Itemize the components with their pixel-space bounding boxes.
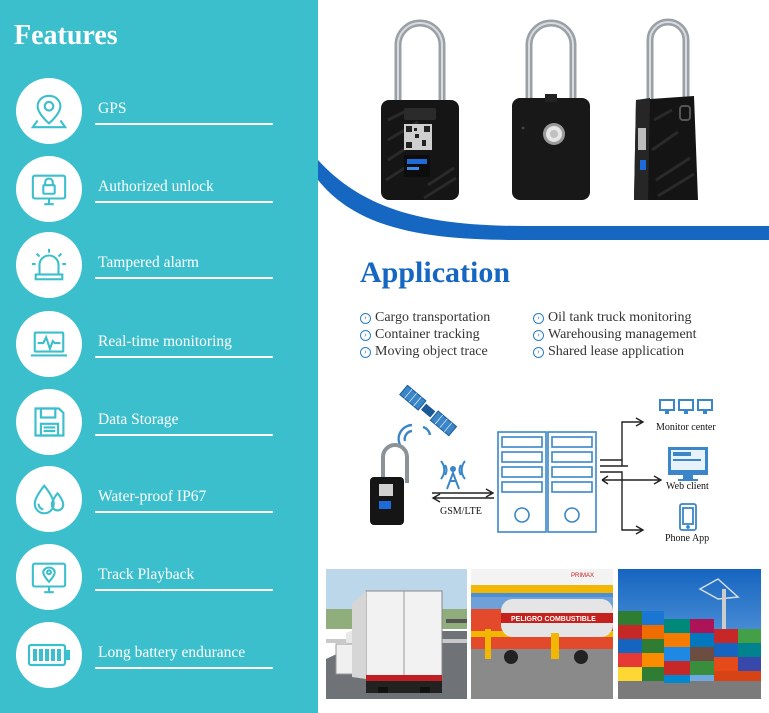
lock-back-image — [512, 19, 590, 200]
feature-label: Tampered alarm — [98, 254, 199, 271]
lock-front-image — [381, 19, 459, 200]
feature-label: Water-proof IP67 — [98, 488, 207, 505]
gas-station-brand-text: PRIMAX — [571, 573, 594, 579]
floppy-disk-icon — [16, 389, 82, 455]
features-title: Features — [14, 20, 118, 51]
application-item-label: Container tracking — [375, 327, 480, 342]
feature-gps: GPS — [0, 78, 318, 148]
application-title: Application — [360, 256, 511, 289]
application-item: › Oil tank truck monitoring — [533, 310, 691, 326]
web-client-label: Web client — [666, 481, 709, 492]
features-panel: Features GPS Authorized unlock — [0, 0, 318, 713]
application-item-label: Moving object trace — [375, 344, 488, 359]
alarm-siren-icon — [16, 232, 82, 298]
monitor-pin-icon — [16, 544, 82, 610]
decorative-arc — [318, 160, 769, 240]
divider — [95, 434, 273, 436]
application-item: › Moving object trace — [360, 344, 488, 360]
application-item: › Shared lease application — [533, 344, 684, 360]
feature-authorized-unlock: Authorized unlock — [0, 156, 318, 226]
feature-label: Long battery endurance — [98, 644, 246, 661]
chevron-right-icon: › — [360, 346, 371, 358]
battery-full-icon — [16, 622, 82, 688]
divider — [95, 277, 273, 279]
satellite-icon — [399, 385, 458, 437]
server-icon — [497, 431, 547, 533]
server-icon — [547, 431, 597, 533]
application-item-label: Oil tank truck monitoring — [548, 310, 692, 325]
divider — [95, 667, 273, 669]
chevron-right-icon: › — [360, 329, 371, 341]
application-item-label: Warehousing management — [548, 327, 697, 342]
network-label: GSM/LTE — [440, 506, 482, 517]
photo-trucks — [326, 569, 467, 699]
system-diagram: GSM/LTE Monitor center Web client Phone … — [350, 385, 760, 555]
lock-side-image — [634, 18, 698, 200]
chevron-right-icon: › — [533, 329, 544, 341]
signal-waves-icon — [397, 423, 432, 446]
phone-icon — [679, 503, 697, 531]
water-drops-icon — [16, 466, 82, 532]
gas-station-sign-text: PELIGRO COMBUSTIBLE — [511, 616, 596, 623]
phone-app-label: Phone App — [665, 533, 710, 544]
map-pin-icon — [16, 78, 82, 144]
feature-tampered-alarm: Tampered alarm — [0, 232, 318, 302]
divider — [95, 511, 273, 513]
application-item: › Warehousing management — [533, 327, 697, 343]
application-item-label: Cargo transportation — [375, 310, 491, 325]
chevron-right-icon: › — [360, 312, 371, 324]
monitor-center-icon — [659, 399, 713, 414]
photo-containers — [618, 569, 761, 699]
divider — [95, 201, 273, 203]
application-item: › Container tracking — [360, 327, 480, 343]
feature-label: GPS — [98, 100, 127, 117]
photo-gas-station: PELIGRO COMBUSTIBLE PRIMAX — [471, 569, 613, 699]
feature-label: Track Playback — [98, 566, 195, 583]
feature-track-playback: Track Playback — [0, 544, 318, 614]
laptop-pulse-icon — [16, 311, 82, 377]
feature-long-battery: Long battery endurance — [0, 622, 318, 692]
divider — [95, 589, 273, 591]
monitor-center-label: Monitor center — [656, 422, 716, 433]
feature-real-time-monitoring: Real-time monitoring — [0, 311, 318, 381]
lock-device-icon — [370, 443, 409, 525]
web-client-icon — [668, 447, 708, 481]
feature-label: Authorized unlock — [98, 178, 214, 195]
divider — [95, 123, 273, 125]
monitor-lock-icon — [16, 156, 82, 222]
cell-tower-icon — [440, 460, 466, 490]
chevron-right-icon: › — [533, 312, 544, 324]
feature-water-proof: Water-proof IP67 — [0, 466, 318, 536]
application-item: › Cargo transportation — [360, 310, 490, 326]
chevron-right-icon: › — [533, 346, 544, 358]
feature-label: Data Storage — [98, 411, 179, 428]
feature-label: Real-time monitoring — [98, 333, 232, 350]
divider — [95, 356, 273, 358]
feature-data-storage: Data Storage — [0, 389, 318, 459]
application-item-label: Shared lease application — [548, 344, 685, 359]
